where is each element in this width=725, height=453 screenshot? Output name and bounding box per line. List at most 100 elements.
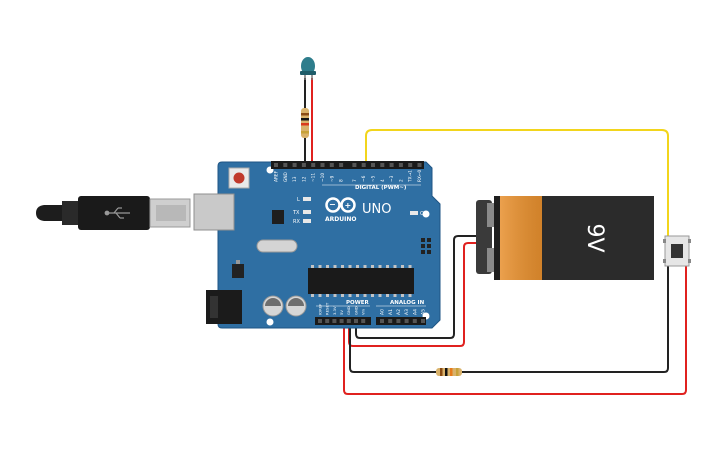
svg-text:TX: TX	[292, 210, 300, 216]
digital-pin-label: RX←0	[417, 169, 423, 182]
digital-pin-label: AREF	[274, 170, 280, 182]
power-pin-socket[interactable]	[318, 319, 322, 323]
power-pin-label: 3.3V	[332, 306, 337, 315]
onboard-led-tx: TX	[292, 210, 311, 216]
digital-pin-label: 13	[292, 176, 298, 182]
digital-pin-socket[interactable]	[389, 163, 394, 167]
power-pin-socket[interactable]	[354, 319, 358, 323]
wire-black-resistor-to-gnd[interactable]	[349, 325, 436, 373]
usb-cable[interactable]	[36, 196, 191, 230]
power-pin-label: 5V	[339, 310, 344, 315]
led-resistor[interactable]	[301, 108, 309, 138]
digital-pin-socket[interactable]	[339, 163, 344, 167]
usb-chip	[272, 210, 284, 224]
digital-pin-socket[interactable]	[417, 163, 422, 167]
onboard-led-l: L	[297, 197, 311, 203]
power-pin-socket[interactable]	[361, 319, 366, 323]
usb-port[interactable]	[193, 193, 235, 231]
digital-pin-socket[interactable]	[329, 163, 334, 167]
svg-text:RX: RX	[293, 219, 300, 225]
wire-red-button-to-5v[interactable]	[343, 262, 687, 395]
digital-pin-socket[interactable]	[283, 163, 288, 167]
digital-pin-label: 4	[380, 179, 386, 182]
digital-header[interactable]	[271, 161, 424, 169]
digital-pin-label: 2	[398, 179, 404, 182]
power-pin-label: GND	[353, 306, 358, 315]
digital-pin-label: ~9	[329, 175, 335, 182]
digital-header-label: DIGITAL (PWM~)	[355, 185, 407, 191]
onboard-led-on: ON	[410, 211, 428, 217]
battery-9v[interactable]: 9V	[476, 196, 654, 280]
arduino-brand-label: ARDUINO	[325, 216, 356, 223]
mounting-hole	[266, 318, 274, 326]
analog-pin-label: A4	[412, 309, 418, 315]
pushbutton[interactable]	[663, 235, 691, 267]
svg-text:−: −	[329, 200, 336, 209]
digital-pin-label: TX→1	[408, 170, 414, 183]
digital-pin-label: ~3	[389, 175, 395, 182]
svg-text:L: L	[297, 197, 300, 203]
analog-pin-socket[interactable]	[404, 319, 409, 323]
blue-led[interactable]	[300, 57, 316, 80]
analog-pin-socket[interactable]	[380, 319, 384, 323]
analog-pin-socket[interactable]	[421, 319, 425, 323]
digital-pin-socket[interactable]	[380, 163, 385, 167]
digital-pin-label: ~10	[320, 173, 326, 182]
digital-pin-socket[interactable]	[361, 163, 366, 167]
digital-pin-socket[interactable]	[371, 163, 375, 167]
analog-pin-socket[interactable]	[388, 319, 393, 323]
wire-black-gnd-to-battery[interactable]	[355, 235, 478, 339]
power-pin-label: Vin	[361, 308, 366, 315]
arduino-logo-icon	[325, 197, 356, 213]
onboard-led-rx: RX	[293, 219, 311, 225]
crystal	[256, 239, 298, 253]
battery-voltage-label: 9V	[582, 223, 607, 252]
analog-pin-socket[interactable]	[396, 319, 401, 323]
wire-black-button-to-resistor[interactable]	[462, 262, 669, 373]
uno-model-label: UNO	[362, 202, 391, 217]
digital-pin-label: 7	[352, 179, 358, 182]
power-pin-socket[interactable]	[332, 319, 337, 323]
digital-pin-socket[interactable]	[320, 163, 325, 167]
power-header-label: POWER	[346, 300, 370, 306]
power-pin-label: GND	[346, 306, 351, 315]
digital-pin-label: ~11	[311, 173, 317, 182]
voltage-regulator	[232, 264, 244, 278]
digital-pin-label: 12	[301, 176, 307, 182]
digital-pin-label: ~5	[371, 175, 377, 182]
reset-button[interactable]	[228, 167, 250, 189]
analog-pin-label: A2	[396, 309, 402, 315]
analog-pin-label: A3	[404, 309, 410, 315]
digital-pin-socket[interactable]	[398, 163, 403, 167]
power-pin-label: RESET	[325, 302, 330, 315]
svg-text:+: +	[345, 201, 352, 210]
analog-pin-label: A5	[421, 309, 427, 315]
power-pin-socket[interactable]	[325, 319, 330, 323]
digital-pin-socket[interactable]	[274, 163, 278, 167]
power-pin-socket[interactable]	[339, 319, 344, 323]
digital-pin-socket[interactable]	[292, 163, 297, 167]
digital-pin-socket[interactable]	[408, 163, 413, 167]
wire-yellow-pin7-to-button[interactable]	[365, 129, 669, 242]
mounting-hole	[422, 210, 430, 218]
svg-text:ON: ON	[420, 211, 428, 217]
analog-header-label: ANALOG IN	[390, 300, 425, 306]
digital-pin-socket[interactable]	[301, 163, 306, 167]
usb-icon	[104, 207, 130, 219]
digital-pin-socket[interactable]	[352, 163, 357, 167]
digital-pin-socket[interactable]	[311, 163, 316, 167]
icsp-header	[421, 238, 431, 254]
power-pin-label: IOREF	[317, 304, 322, 315]
pulldown-resistor[interactable]	[436, 368, 462, 376]
analog-header[interactable]	[376, 317, 426, 325]
power-pin-socket[interactable]	[346, 319, 351, 323]
analog-pin-label: A1	[388, 309, 394, 315]
analog-pin-socket[interactable]	[412, 319, 417, 323]
analog-pin-label: A0	[380, 309, 386, 315]
atmega-chip	[308, 268, 414, 294]
digital-pin-label: ~6	[361, 175, 367, 182]
digital-pin-label: 8	[339, 179, 345, 182]
digital-pin-label: GND	[283, 171, 289, 182]
